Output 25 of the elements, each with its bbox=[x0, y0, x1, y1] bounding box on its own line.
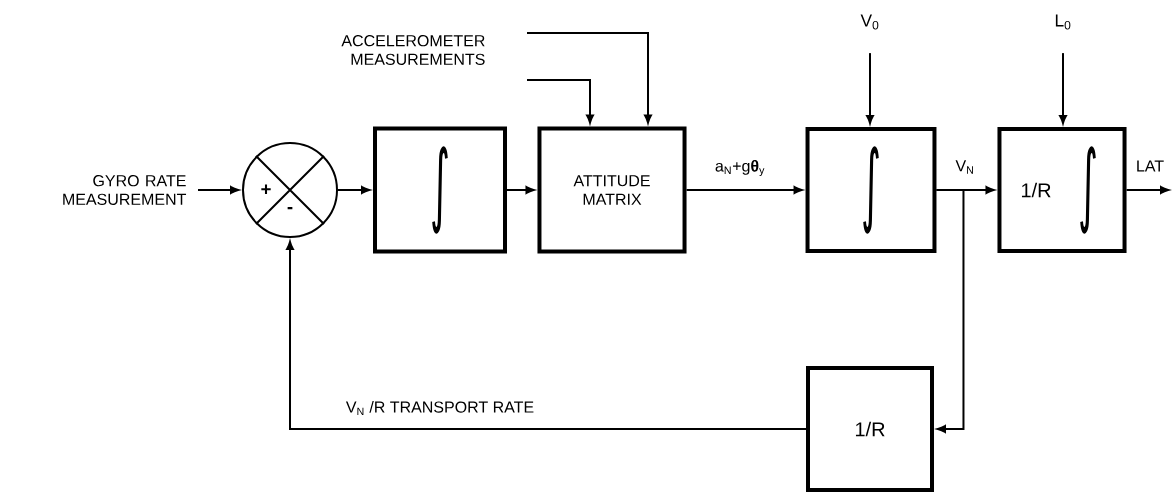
arrow bbox=[526, 32, 652, 124]
summing-junction: + - bbox=[242, 142, 338, 238]
input-label: ACCELEROMETER MEASUREMENTS bbox=[341, 35, 485, 65]
input-label: L$_{0}$ bbox=[1055, 14, 1071, 30]
integrator-box: ∫ bbox=[805, 127, 937, 253]
process-box: ATTITUDE MATRIX bbox=[537, 126, 687, 254]
input-label: GYRO RATE MEASUREMENT bbox=[63, 175, 187, 205]
edge-label: LAT bbox=[1134, 159, 1166, 173]
arrow bbox=[866, 52, 874, 124]
arrow bbox=[197, 186, 239, 194]
arrow bbox=[526, 79, 594, 124]
arrow bbox=[1125, 186, 1169, 194]
arrow bbox=[286, 241, 807, 430]
arrow bbox=[337, 186, 370, 194]
input-label: V$_{0}$ bbox=[860, 14, 879, 30]
arrow bbox=[685, 186, 803, 194]
integrator-box: 1/R ∫ bbox=[997, 127, 1127, 253]
process-box: 1/R bbox=[806, 366, 934, 492]
edge-label: V$_{N}$ /R TRANSPORT RATE bbox=[344, 399, 536, 417]
arrow bbox=[1059, 52, 1067, 124]
arrow bbox=[935, 189, 965, 433]
edge-label: V$_{N}$ bbox=[954, 158, 976, 176]
edge-label: a$_{N}$+gθ$_{y}$ bbox=[713, 158, 767, 178]
arrow bbox=[506, 186, 535, 194]
integrator-box: ∫ bbox=[373, 126, 507, 254]
